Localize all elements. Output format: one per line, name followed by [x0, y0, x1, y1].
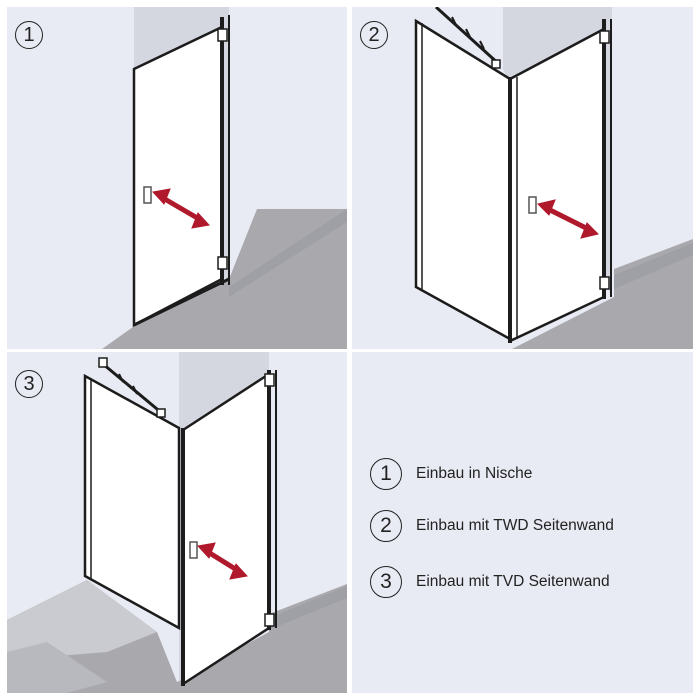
legend-item-niche: 1 Einbau in Nische [370, 458, 532, 490]
glass-door [181, 371, 271, 687]
legend-label: Einbau mit TVD Seitenwand [416, 573, 610, 590]
stabilizer-bar [98, 357, 166, 418]
floor [352, 239, 693, 349]
door-handle [528, 196, 537, 214]
legend-panel: 1 Einbau in Nische 2 Einbau mit TWD Seit… [352, 352, 693, 693]
legend-number-badge: 3 [370, 566, 402, 598]
floor-edge [614, 243, 693, 289]
swing-arrow [152, 188, 210, 229]
bottom-hinge [599, 276, 610, 290]
niche-illustration [7, 7, 347, 349]
tray-step [7, 642, 107, 693]
bottom-hinge [264, 613, 275, 627]
legend-item-tvd: 3 Einbau mit TVD Seitenwand [370, 566, 610, 598]
legend-label: Einbau mit TWD Seitenwand [416, 517, 614, 534]
legend-item-twd: 2 Einbau mit TWD Seitenwand [370, 510, 614, 542]
diagram-tvd-side-wall: 3 [7, 352, 347, 693]
swing-arrow [197, 542, 248, 580]
floor-edge [269, 586, 347, 630]
twd-illustration [352, 7, 693, 349]
top-hinge [264, 373, 275, 387]
panel-number-badge: 1 [15, 21, 43, 49]
side-wall-glass [83, 373, 181, 631]
top-hinge [217, 28, 228, 42]
door-handle [189, 541, 198, 559]
glass-door [508, 26, 606, 343]
swing-arrow [537, 199, 599, 239]
legend-number-badge: 1 [370, 458, 402, 490]
floor [7, 209, 347, 349]
floor-edge [229, 209, 347, 297]
top-hinge [599, 30, 610, 44]
stabilizer-bar [434, 7, 502, 69]
legend-label: Einbau in Nische [416, 465, 533, 482]
panel-number-badge: 2 [360, 21, 388, 49]
glass-door [132, 25, 224, 328]
shower-tray [7, 580, 157, 660]
bottom-hinge [217, 256, 228, 270]
legend-number-badge: 2 [370, 510, 402, 542]
door-handle [143, 186, 152, 204]
door-bottom [133, 277, 230, 327]
tvd-illustration [7, 352, 347, 693]
diagram-twd-side-wall: 2 [352, 7, 693, 349]
panel-number-badge: 3 [15, 370, 43, 398]
diagram-niche: 1 [7, 7, 347, 349]
